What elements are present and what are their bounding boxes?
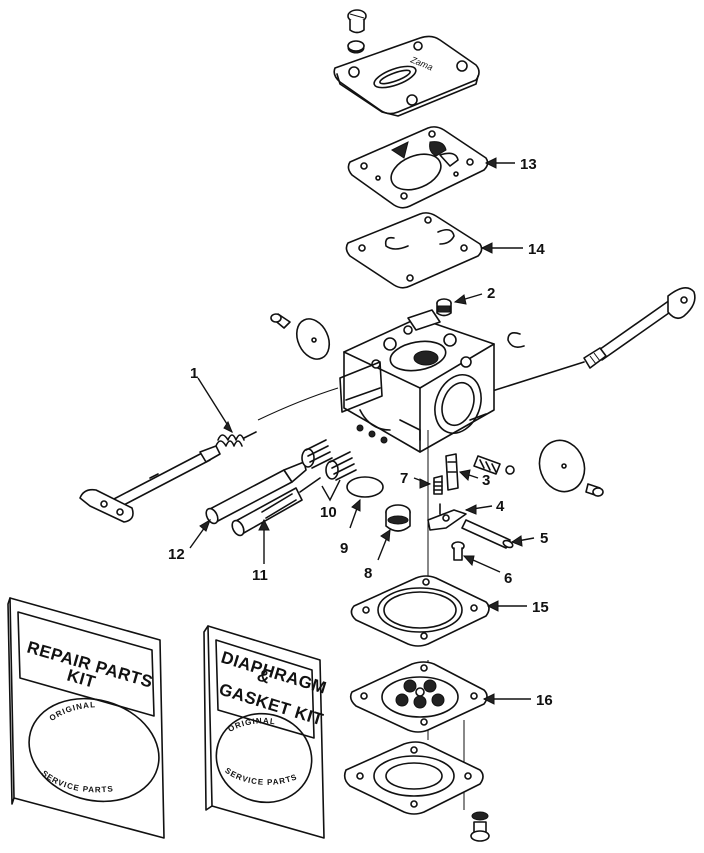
diaphragm-gasket-kit-card: DIAPHRAGM & GASKET KIT ORIGINAL SERVICE … <box>203 625 329 839</box>
e-clip <box>507 332 525 348</box>
diaphragm-cover-plate: Zama <box>333 35 480 117</box>
gasket-13 <box>347 126 489 209</box>
plug-part-2 <box>436 298 452 317</box>
spring-part-7 <box>433 475 443 495</box>
choke-plate-screw <box>538 439 604 497</box>
repair-parts-kit-card: REPAIR PARTS KIT ORIGINAL SERVICE PARTS <box>7 597 165 839</box>
callout-4: 4 <box>496 498 505 515</box>
callout-8: 8 <box>364 565 372 582</box>
callout-13: 13 <box>520 156 537 173</box>
callout-16: 16 <box>536 692 553 709</box>
lever-screw-part-6 <box>451 541 465 561</box>
throttle-plate-screw <box>270 313 331 360</box>
leader-10 <box>321 479 341 502</box>
callout-3: 3 <box>482 472 490 489</box>
check-disc-part-9 <box>346 476 384 498</box>
top-cover-screw <box>347 9 367 54</box>
bottom-cover-screw <box>470 811 490 842</box>
leader-1 <box>197 377 233 433</box>
callout-5: 5 <box>540 530 548 547</box>
callout-6: 6 <box>504 570 512 587</box>
metering-lever-part-4 <box>427 503 467 531</box>
lever-pin-part-5 <box>461 519 514 549</box>
callout-11: 11 <box>252 567 268 584</box>
inlet-needle-part-3 <box>445 453 459 491</box>
fitting-part-8 <box>385 504 411 532</box>
adjust-spring <box>473 455 515 475</box>
choke-shaft-lever <box>79 445 221 523</box>
gasket-kit-line2: & <box>255 666 273 688</box>
diaphragm-16 <box>349 661 488 733</box>
throttle-spring-part-1 <box>215 431 257 447</box>
callout-9: 9 <box>340 540 348 557</box>
throttle-shaft <box>469 287 696 399</box>
callout-1: 1 <box>190 365 198 382</box>
callout-14: 14 <box>528 241 545 258</box>
gasket-14 <box>345 212 483 289</box>
needle-11 <box>231 477 321 537</box>
callout-7: 7 <box>400 470 408 487</box>
springs-10 <box>301 439 357 481</box>
gasket-15 <box>350 575 490 647</box>
callout-15: 15 <box>532 599 549 616</box>
callout-2: 2 <box>487 285 495 302</box>
callout-10: 10 <box>320 504 337 521</box>
callout-12: 12 <box>168 546 185 563</box>
needle-12 <box>205 461 307 525</box>
carburetor-body <box>339 309 495 453</box>
bottom-cover <box>343 741 484 815</box>
